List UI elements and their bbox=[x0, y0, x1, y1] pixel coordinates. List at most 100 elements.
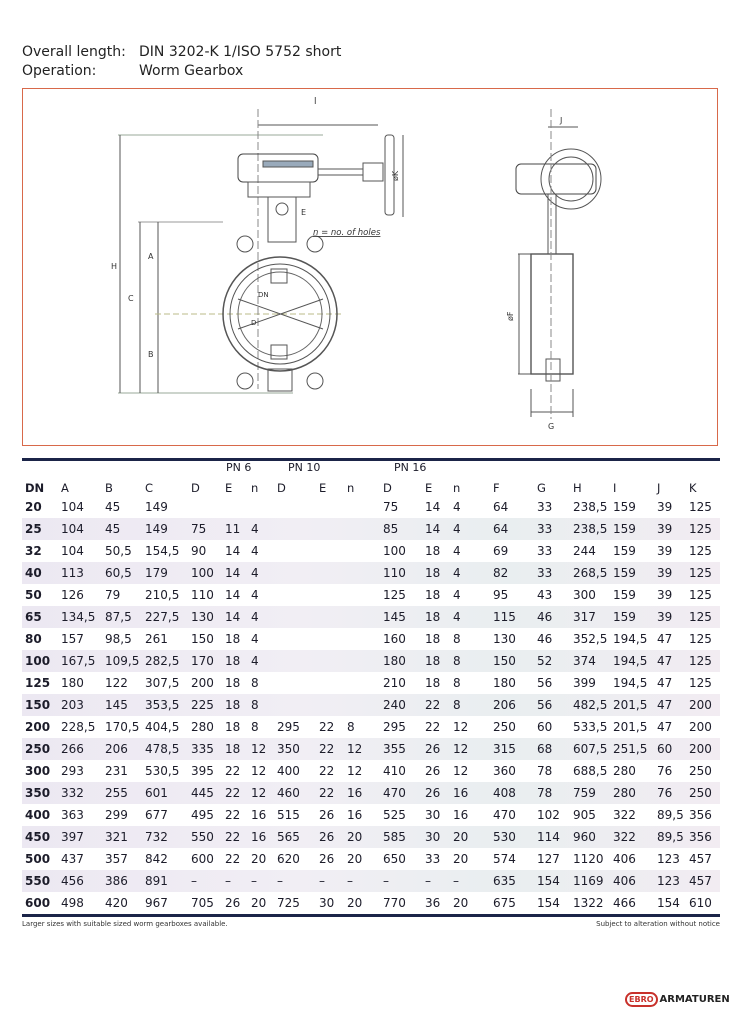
cell-e: 22 bbox=[225, 830, 241, 844]
cell-n: 4 bbox=[251, 544, 259, 558]
cell-k: 125 bbox=[689, 676, 712, 690]
cell-c: 261 bbox=[145, 632, 168, 646]
cell-d bbox=[274, 672, 316, 694]
cell-f: 69 bbox=[493, 544, 509, 558]
cell-f: 574 bbox=[493, 852, 516, 866]
cell-n: 16 bbox=[347, 808, 363, 822]
cell-d: 280 bbox=[191, 720, 214, 734]
cell-d: 460 bbox=[277, 786, 300, 800]
cell-d: 110 bbox=[191, 588, 214, 602]
cell-e: 30 bbox=[319, 896, 335, 910]
cell-e: 18 bbox=[225, 654, 241, 668]
pressure-group-label: PN 10 bbox=[288, 461, 321, 474]
pressure-group-label: PN 6 bbox=[226, 461, 252, 474]
cell-a: 126 bbox=[61, 588, 84, 602]
cell-i: 159 bbox=[613, 544, 636, 558]
cell-h: 482,5 bbox=[573, 698, 608, 712]
column-header-label: K bbox=[689, 481, 697, 495]
cell-b: 87,5 bbox=[105, 610, 132, 624]
cell-n: 12 bbox=[251, 742, 267, 756]
cell-e: 14 bbox=[425, 500, 441, 514]
cell-a: 180 bbox=[61, 676, 84, 690]
cell-h: 317 bbox=[573, 610, 596, 624]
cell-e: 11 bbox=[225, 522, 241, 536]
cell-f: 360 bbox=[493, 764, 516, 778]
cell-f: 315 bbox=[493, 742, 516, 756]
cell-f: 130 bbox=[493, 632, 516, 646]
cell-e: 26 bbox=[425, 742, 441, 756]
cell-a: 113 bbox=[61, 566, 84, 580]
cell-n: 16 bbox=[251, 808, 267, 822]
cell-h: 1322 bbox=[573, 896, 604, 910]
cell-d: 295 bbox=[277, 720, 300, 734]
cell-e: 26 bbox=[319, 852, 335, 866]
cell-b: 420 bbox=[105, 896, 128, 910]
cell-h: 238,5 bbox=[573, 522, 608, 536]
cell-n: 16 bbox=[347, 786, 363, 800]
dim-label-dn: DN bbox=[258, 291, 269, 299]
cell-h: 960 bbox=[573, 830, 596, 844]
cell-e: 18 bbox=[425, 588, 441, 602]
cell-j: 47 bbox=[657, 676, 673, 690]
cell-d bbox=[274, 584, 316, 606]
cell-j: 154 bbox=[657, 896, 680, 910]
cell-e: 22 bbox=[319, 786, 335, 800]
column-header-label: D bbox=[383, 481, 392, 495]
cell-c: 967 bbox=[145, 896, 168, 910]
column-header-g: G bbox=[534, 460, 570, 497]
cell-h: 374 bbox=[573, 654, 596, 668]
cell-b: 321 bbox=[105, 830, 128, 844]
cell-b: 50,5 bbox=[105, 544, 132, 558]
cell-d: 350 bbox=[277, 742, 300, 756]
cell-i: 159 bbox=[613, 610, 636, 624]
cell-j: 60 bbox=[657, 742, 673, 756]
cell-f: 470 bbox=[493, 808, 516, 822]
cell-k: 356 bbox=[689, 808, 712, 822]
pressure-group-label: PN 16 bbox=[394, 461, 427, 474]
cell-n: 20 bbox=[347, 830, 363, 844]
cell-g: 52 bbox=[537, 654, 553, 668]
dim-label-l: l bbox=[314, 97, 317, 107]
cell-b: 60,5 bbox=[105, 566, 132, 580]
cell-d: 130 bbox=[191, 610, 214, 624]
cell-k: 610 bbox=[689, 896, 712, 910]
cell-n: 4 bbox=[453, 544, 461, 558]
cell-d: 550 bbox=[191, 830, 214, 844]
cell-g: 33 bbox=[537, 544, 553, 558]
cell-k: 125 bbox=[689, 632, 712, 646]
cell-n: 4 bbox=[251, 566, 259, 580]
cell-dn: 65 bbox=[25, 610, 42, 624]
dim-label-a: A bbox=[148, 252, 154, 261]
cell-dn: 150 bbox=[25, 698, 51, 712]
cell-e: 18 bbox=[225, 632, 241, 646]
cell-i: 194,5 bbox=[613, 632, 648, 646]
operation-value: Worm Gearbox bbox=[139, 63, 244, 79]
cell-h: 1120 bbox=[573, 852, 604, 866]
cell-d: 110 bbox=[383, 566, 406, 580]
logo-badge: EBRO bbox=[625, 992, 658, 1007]
cell-a: 104 bbox=[61, 500, 84, 514]
cell-e bbox=[316, 606, 344, 628]
cell-n: 4 bbox=[453, 610, 461, 624]
cell-h: 607,5 bbox=[573, 742, 608, 756]
column-header-h: H bbox=[570, 460, 610, 497]
cell-dn: 550 bbox=[25, 874, 51, 888]
cell-f: 115 bbox=[493, 610, 516, 624]
column-header-dn: DN bbox=[22, 460, 58, 497]
column-header-label: n bbox=[453, 481, 461, 495]
cell-k: 125 bbox=[689, 544, 712, 558]
cell-d: – bbox=[277, 874, 283, 888]
dim-label-d: D bbox=[251, 319, 256, 327]
cell-e: 18 bbox=[225, 720, 241, 734]
cell-n: 8 bbox=[453, 654, 461, 668]
cell-n: 4 bbox=[251, 522, 259, 536]
cell-dn: 200 bbox=[25, 720, 51, 734]
cell-j: 39 bbox=[657, 588, 673, 602]
cell-n: 12 bbox=[453, 720, 469, 734]
cell-n bbox=[248, 496, 274, 518]
cell-n bbox=[344, 672, 380, 694]
